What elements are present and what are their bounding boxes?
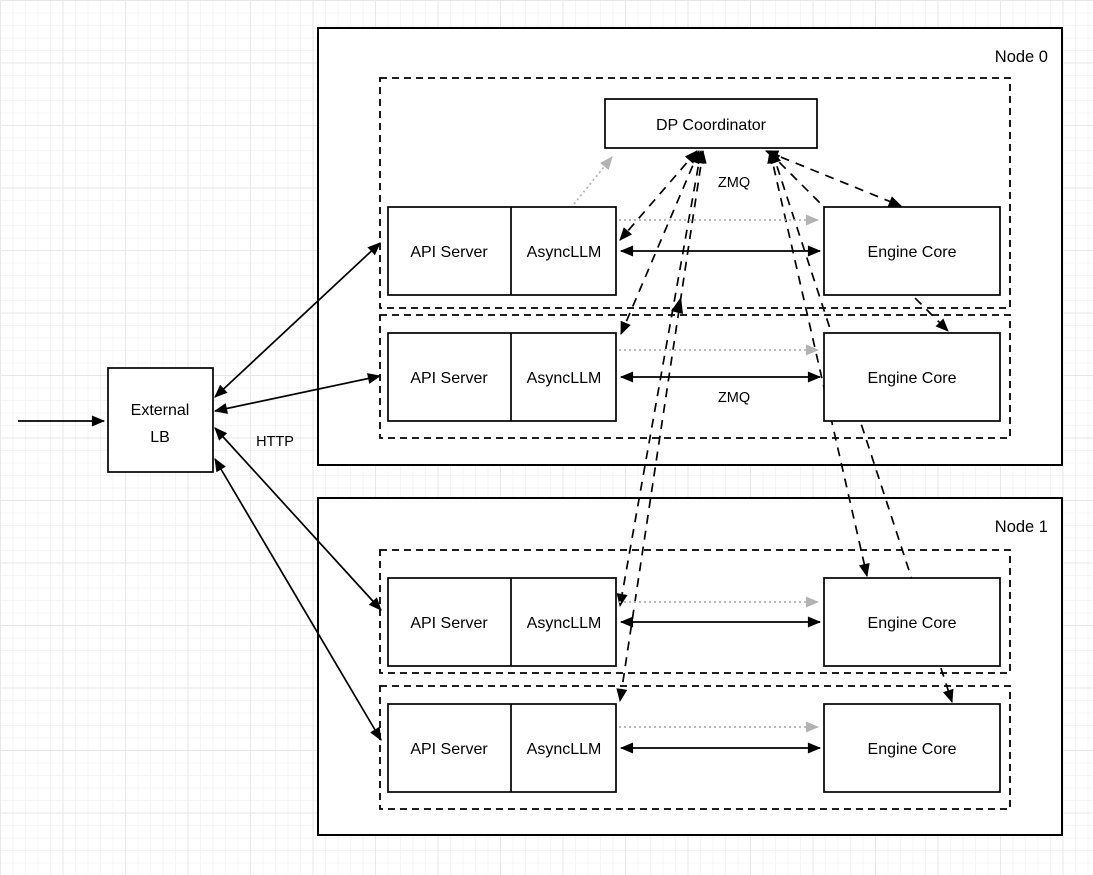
http-arrow-lb-apiserver-2 <box>213 373 382 414</box>
asyncllm-label-4: AsyncLLM <box>527 741 602 758</box>
dp-coordinator-label: DP Coordinator <box>656 117 767 134</box>
api-asyncllm-box-4 <box>387 703 617 793</box>
dp-coordinator-box <box>604 98 818 149</box>
api-server-label-1: API Server <box>410 244 488 261</box>
engine-core-label-1: Engine Core <box>868 244 957 261</box>
asyncllm-label-3: AsyncLLM <box>527 615 602 632</box>
api-server-label-3: API Server <box>410 615 488 632</box>
zmq-row2-edge-label: ZMQ <box>718 390 750 406</box>
engine-core-label-4: Engine Core <box>868 741 957 758</box>
asyncllm-label-1: AsyncLLM <box>527 244 602 261</box>
api-server-label-2: API Server <box>410 370 488 387</box>
api-asyncllm-box-2 <box>387 332 617 422</box>
http-edge-label: HTTP <box>256 434 294 450</box>
zmq-dashed-arrow-coordinator-asyncllm-4 <box>616 149 707 703</box>
api-asyncllm-box-3 <box>387 577 617 667</box>
node0-label: Node 0 <box>995 48 1048 66</box>
node1-label: Node 1 <box>995 518 1048 536</box>
external-lb-label-line1: External <box>131 402 190 419</box>
rank0-dashed-container <box>379 77 1011 309</box>
engine-core-box-4 <box>823 703 1001 793</box>
engine-core-label-2: Engine Core <box>868 370 957 387</box>
http-arrow-lb-apiserver-1 <box>214 242 381 398</box>
engine-core-box-1 <box>823 206 1001 296</box>
api-server-label-4: API Server <box>410 741 488 758</box>
mid-arrowhead-icon <box>671 297 683 314</box>
zmq-coordinator-edge-label: ZMQ <box>718 175 750 191</box>
engine-core-box-3 <box>823 577 1001 667</box>
engine-core-box-2 <box>823 332 1001 422</box>
http-arrow-lb-apiserver-4 <box>214 458 382 741</box>
external-lb-box <box>107 367 214 473</box>
asyncllm-label-2: AsyncLLM <box>527 370 602 387</box>
api-asyncllm-box-1 <box>387 206 617 296</box>
dotted-arrow-asyncllm1-coordinator <box>573 156 613 205</box>
engine-core-label-3: Engine Core <box>868 615 957 632</box>
external-lb-label-line2: LB <box>150 429 170 446</box>
